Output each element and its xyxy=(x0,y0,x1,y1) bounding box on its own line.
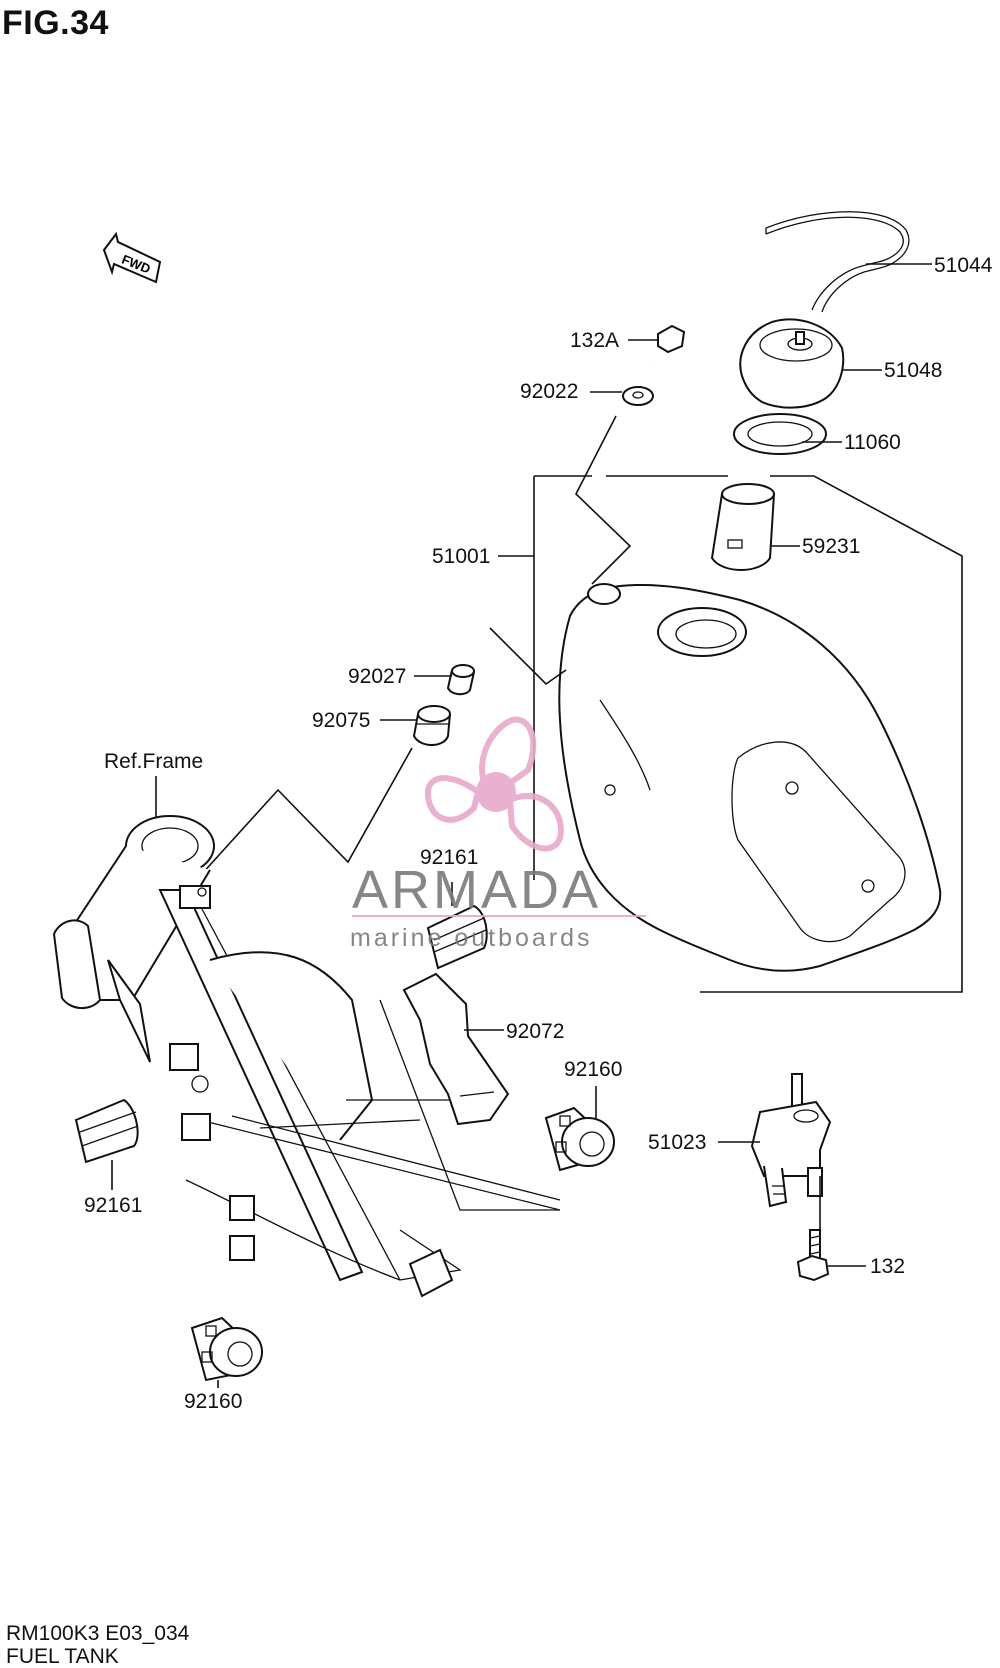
label-132: 132 xyxy=(870,1255,905,1278)
rubber-92161-top-icon xyxy=(426,904,488,970)
model-code: RM100K3 E03_034 xyxy=(6,1622,190,1645)
label-92072: 92072 xyxy=(506,1020,564,1043)
watermark-tagline: marine outboards xyxy=(350,924,593,952)
collar-92027-icon xyxy=(446,664,475,696)
frame-icon xyxy=(52,815,561,1298)
label-92161-left: 92161 xyxy=(84,1194,142,1217)
label-51023: 51023 xyxy=(648,1131,706,1154)
strap-92072-icon xyxy=(402,972,510,1126)
bolt-132a-icon xyxy=(653,324,686,367)
fuel-tank-icon xyxy=(558,583,942,972)
label-59231: 59231 xyxy=(802,535,860,558)
label-51001: 51001 xyxy=(432,545,490,568)
watermark: ARMADA marine outboards xyxy=(350,716,646,952)
label-51044: 51044 xyxy=(934,254,993,277)
label-132a: 132A xyxy=(570,329,619,352)
label-92022: 92022 xyxy=(520,380,578,403)
damper-92160-bottom-icon xyxy=(190,1316,263,1382)
label-92161-top: 92161 xyxy=(420,846,478,869)
rubber-92161-left-icon xyxy=(74,1098,139,1164)
label-92160-bottom: 92160 xyxy=(184,1390,242,1413)
leader-lines xyxy=(111,263,932,1388)
filler-neck-icon xyxy=(710,483,775,571)
damper-92075-icon xyxy=(412,705,451,746)
gasket-icon xyxy=(733,413,827,455)
bolt-132-icon xyxy=(796,1229,830,1282)
propeller-icon xyxy=(424,716,564,852)
fuel-hose-icon xyxy=(765,211,910,313)
label-92160-right: 92160 xyxy=(564,1058,622,1081)
watermark-brand: ARMADA xyxy=(352,860,601,920)
label-92075: 92075 xyxy=(312,709,370,732)
fwd-arrow-icon: FWD xyxy=(102,231,162,284)
label-51048: 51048 xyxy=(884,359,942,382)
fuel-valve-icon xyxy=(750,1073,832,1208)
part-labels: 51044 51048 11060 132A 92022 51001 59231… xyxy=(84,254,993,1413)
section-name: FUEL TANK xyxy=(6,1645,119,1668)
fuel-cap-icon xyxy=(739,318,845,409)
washer-92022-icon xyxy=(622,386,654,406)
figure-title: FIG.34 xyxy=(2,4,109,42)
label-11060: 11060 xyxy=(844,431,901,454)
label-ref-frame: Ref.Frame xyxy=(104,750,203,773)
label-92027: 92027 xyxy=(348,665,406,688)
damper-92160-right-icon xyxy=(544,1106,615,1172)
